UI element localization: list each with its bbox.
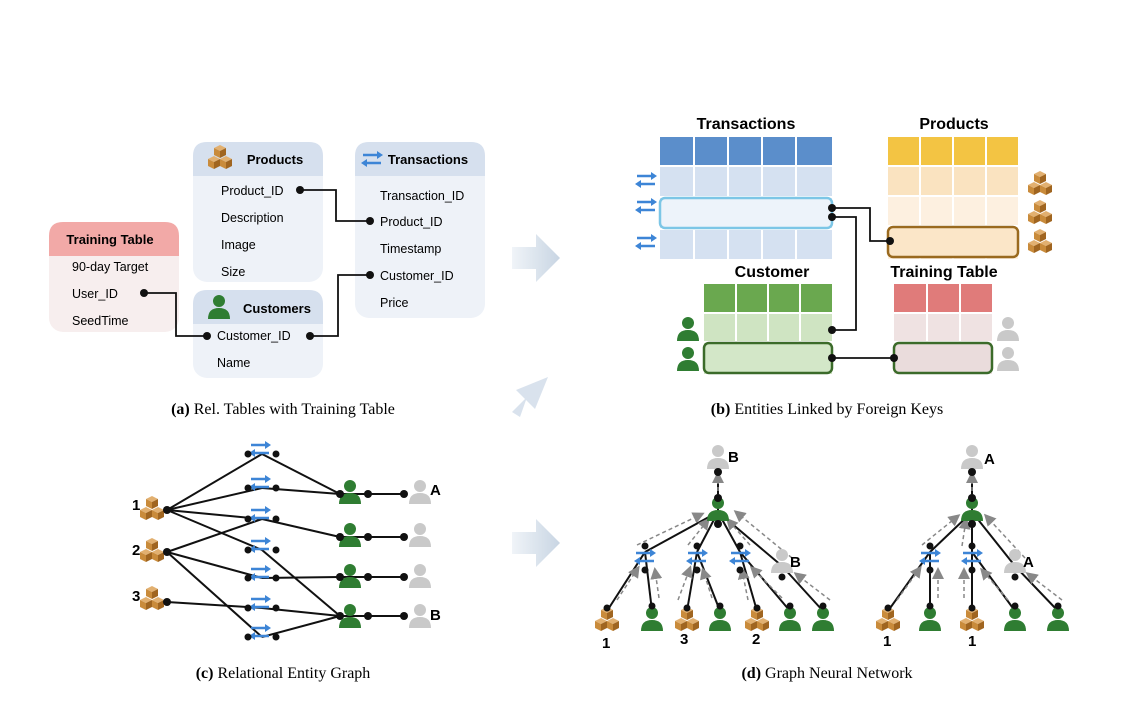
customers-title: Customers <box>243 301 311 316</box>
caption-a: (a) Rel. Tables with Training Table <box>171 401 395 418</box>
swap-arrows-icon <box>633 196 659 216</box>
caption-d: (d) Graph Neural Network <box>741 665 912 682</box>
leaf-user-label: A <box>1023 554 1034 571</box>
customers-card: Customers Customer_ID Name <box>193 290 323 378</box>
products-label: Products <box>919 116 988 133</box>
person-icon <box>709 607 731 631</box>
product-label: 1 <box>132 497 140 514</box>
swap-arrows-icon <box>633 232 659 252</box>
person-icon <box>409 564 431 588</box>
gnn-tree-2: A A 1 1 <box>876 445 1069 650</box>
person-icon <box>707 445 729 469</box>
customer-grid <box>677 284 834 375</box>
products-grid <box>886 137 1052 259</box>
person-icon <box>641 607 663 631</box>
person-icon <box>997 317 1019 341</box>
person-icon <box>677 317 699 341</box>
training-table-title: Training Table <box>66 232 153 247</box>
box-icon <box>1028 229 1052 253</box>
transactions-card: Transactions Transaction_ID Product_ID T… <box>355 142 485 318</box>
products-row: Size <box>221 265 245 279</box>
panel-a: Training Table 90-day Target User_ID See… <box>49 142 485 418</box>
box-icon <box>140 496 164 520</box>
foreign-key-links <box>144 189 370 337</box>
box-icon <box>140 586 164 610</box>
transactions-title: Transactions <box>388 152 468 167</box>
user-label: A <box>430 482 441 499</box>
person-icon <box>961 445 983 469</box>
customers-row: Customer_ID <box>217 329 291 343</box>
transition-arrow-diagonal <box>512 377 548 417</box>
gnn-tree-1: B B 1 3 2 <box>595 445 834 652</box>
person-icon <box>1047 607 1069 631</box>
panel-c: 1 2 3 A B <box>132 439 441 682</box>
transactions-row: Timestamp <box>380 242 441 256</box>
box-icon <box>1028 200 1052 224</box>
root-label: B <box>728 449 739 466</box>
fk-connections <box>832 207 894 359</box>
leaf-label: 1 <box>968 633 976 650</box>
products-row: Product_ID <box>221 184 284 198</box>
user-label: B <box>430 607 441 624</box>
transactions-row: Product_ID <box>380 215 443 229</box>
training-row: SeedTime <box>72 314 129 328</box>
swap-arrows-icon <box>633 170 659 190</box>
leaf-label: 2 <box>752 631 760 648</box>
products-row: Description <box>221 211 284 225</box>
caption-c: (c) Relational Entity Graph <box>196 665 371 682</box>
leaf-label: 3 <box>680 631 688 648</box>
box-icon <box>140 538 164 562</box>
person-icon <box>997 347 1019 371</box>
customers-row: Name <box>217 356 250 370</box>
person-icon <box>919 607 941 631</box>
training-row: User_ID <box>72 287 118 301</box>
transactions-row: Transaction_ID <box>380 189 464 203</box>
training-grid <box>892 284 1019 375</box>
leaf-user-label: B <box>790 554 801 571</box>
person-icon <box>409 523 431 547</box>
transactions-label: Transactions <box>697 116 796 133</box>
leaf-label: 1 <box>883 633 891 650</box>
person-icon <box>409 604 431 628</box>
person-icon <box>677 347 699 371</box>
training-table-card: Training Table 90-day Target User_ID See… <box>49 222 179 332</box>
graph-edges <box>166 453 404 638</box>
products-title: Products <box>247 152 303 167</box>
products-row: Image <box>221 238 256 252</box>
product-label: 2 <box>132 542 140 559</box>
transition-arrow-right <box>512 234 560 282</box>
training-row: 90-day Target <box>72 260 149 274</box>
person-icon <box>779 607 801 631</box>
swap-arrows-icon <box>247 622 273 642</box>
panel-d: B B 1 3 2 <box>595 445 1069 682</box>
person-icon <box>1004 607 1026 631</box>
person-icon <box>812 607 834 631</box>
panel-b: Transactions Products Customer Training … <box>633 116 1052 418</box>
customer-label: Customer <box>735 264 810 281</box>
person-icon <box>409 480 431 504</box>
caption-b: (b) Entities Linked by Foreign Keys <box>711 401 943 418</box>
box-icon <box>1028 171 1052 195</box>
transaction-nodes <box>247 439 273 642</box>
product-label: 3 <box>132 588 140 605</box>
root-label: A <box>984 451 995 468</box>
transactions-row: Customer_ID <box>380 269 454 283</box>
products-card: Products Product_ID Description Image Si… <box>193 142 323 282</box>
transactions-row: Price <box>380 296 409 310</box>
transition-arrow-right <box>512 519 560 567</box>
leaf-label: 1 <box>602 635 610 652</box>
training-label: Training Table <box>890 264 997 281</box>
transactions-grid <box>633 137 834 259</box>
